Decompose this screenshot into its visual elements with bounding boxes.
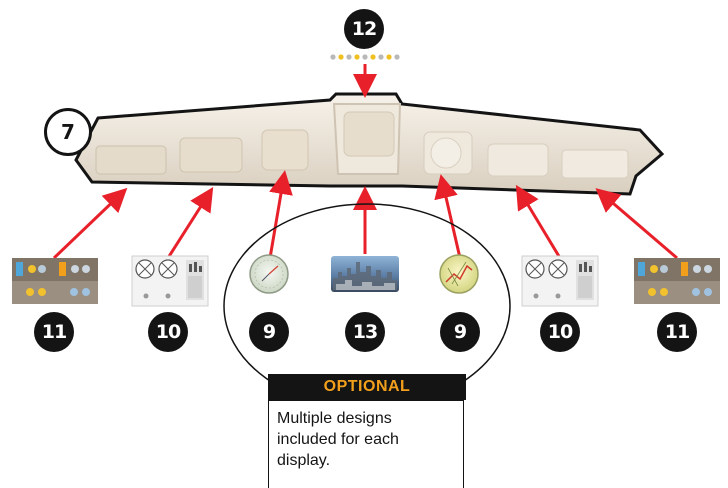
optional-note-text: Multiple designs included for each displ…	[268, 400, 464, 488]
display-13-city-photo	[331, 256, 399, 292]
callout-7: 7	[44, 108, 92, 156]
callout-11-left: 11	[34, 312, 74, 352]
pointer-arrows	[52, 64, 678, 260]
callout-10-right: 10	[540, 312, 580, 352]
display-10-right-art	[521, 255, 599, 307]
display-9-right-art	[439, 254, 479, 294]
overhead-led-strip	[330, 54, 400, 60]
optional-heading: OPTIONAL	[268, 374, 466, 400]
display-10-left-art	[131, 255, 209, 307]
display-11-right-art	[634, 258, 720, 304]
display-9-left-art	[249, 254, 289, 294]
callout-9-right: 9	[440, 312, 480, 352]
callout-11-right: 11	[657, 312, 697, 352]
callout-12: 12	[344, 9, 384, 49]
dashboard-panel	[74, 92, 665, 196]
display-11-left-art	[12, 258, 98, 304]
callout-9-left: 9	[249, 312, 289, 352]
callout-10-left: 10	[148, 312, 188, 352]
callout-13: 13	[345, 312, 385, 352]
